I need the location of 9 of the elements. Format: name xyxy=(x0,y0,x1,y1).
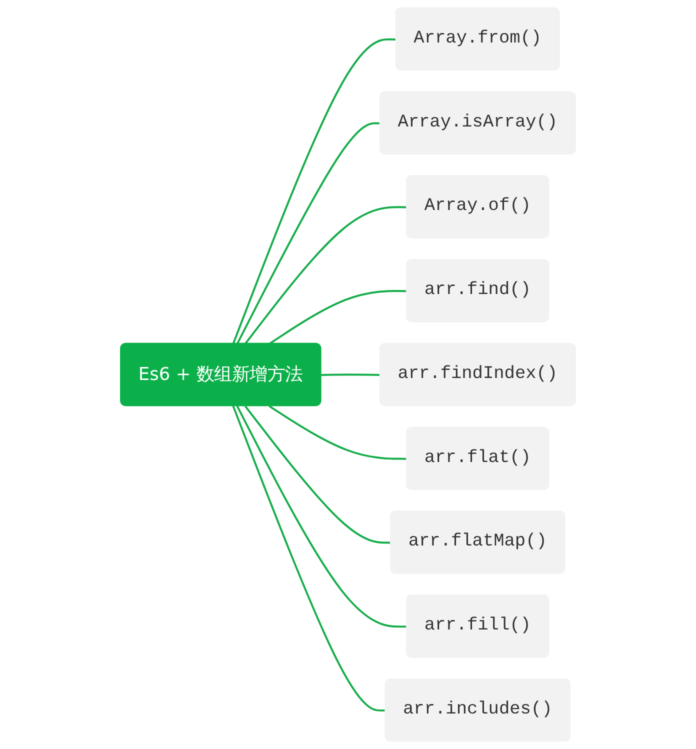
connector xyxy=(236,122,380,344)
connector xyxy=(244,206,408,344)
connector xyxy=(268,290,408,345)
connector xyxy=(321,374,380,376)
connector xyxy=(268,405,408,460)
connector xyxy=(244,405,392,544)
connector xyxy=(236,406,408,628)
connector xyxy=(232,38,396,344)
connector xyxy=(232,406,386,712)
